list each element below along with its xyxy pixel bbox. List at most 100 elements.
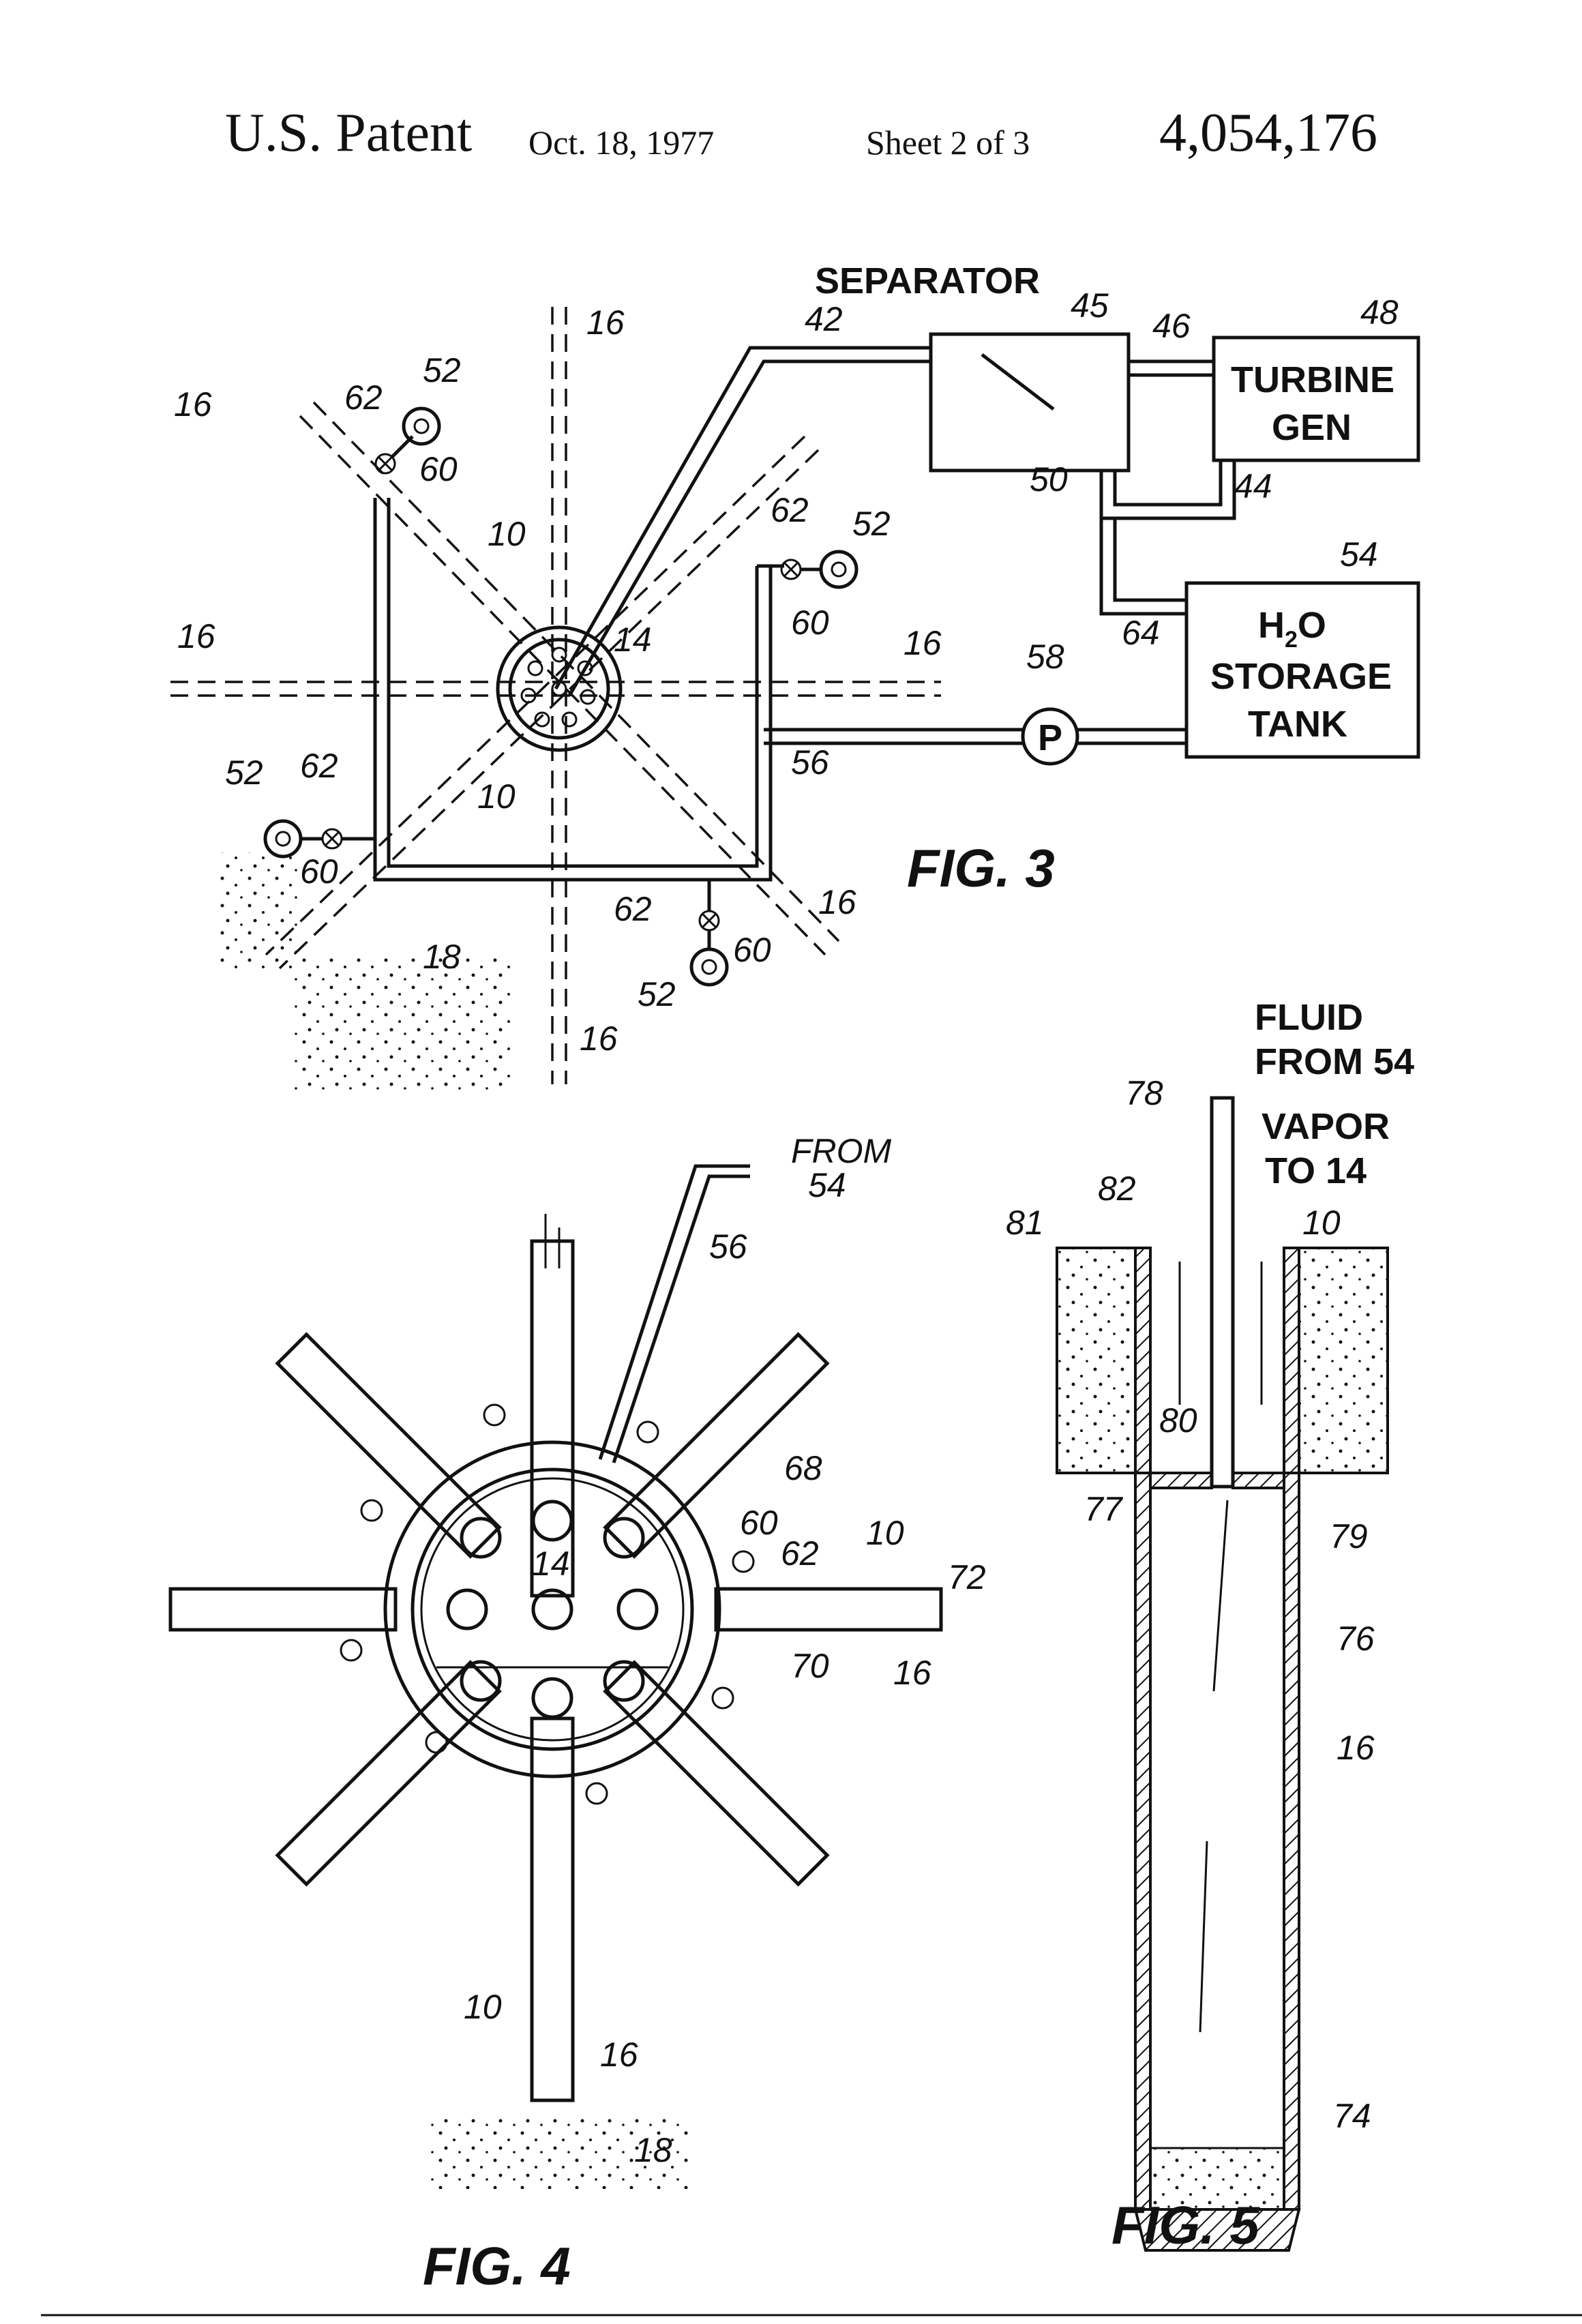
fig5-fluid-tube-78 <box>1212 1098 1233 1487</box>
fig5-surface-rock-left <box>1057 1248 1135 1473</box>
svg-text:52: 52 <box>852 505 891 543</box>
fig3-manifold-outer <box>498 627 621 750</box>
fig3-well-diag-1b <box>314 402 839 941</box>
svg-text:80: 80 <box>1159 1401 1197 1440</box>
svg-text:58: 58 <box>1026 638 1064 676</box>
fig5-lower-casing-left <box>1135 1473 1150 2209</box>
fig3-separator-label: SEPARATOR <box>815 260 1040 301</box>
fig3-storage-label-3: TANK <box>1248 704 1347 745</box>
fig3-caption: FIG. 3 <box>907 838 1055 898</box>
svg-text:16: 16 <box>904 624 942 662</box>
svg-text:60: 60 <box>419 450 458 488</box>
svg-text:62: 62 <box>771 491 809 529</box>
svg-text:62: 62 <box>614 890 652 928</box>
svg-text:10: 10 <box>477 777 516 816</box>
svg-text:68: 68 <box>784 1449 822 1487</box>
fig3-valve-nozzle-3 <box>265 821 375 856</box>
svg-text:82: 82 <box>1098 1170 1136 1208</box>
svg-text:60: 60 <box>791 604 829 642</box>
svg-text:60: 60 <box>300 852 338 891</box>
svg-text:18: 18 <box>423 938 461 976</box>
fig3-storage-label-2: STORAGE <box>1210 656 1392 697</box>
svg-text:52: 52 <box>638 975 676 1013</box>
fig3-turbine-label-2: GEN <box>1272 407 1352 448</box>
svg-text:76: 76 <box>1337 1620 1375 1658</box>
svg-text:54: 54 <box>1340 535 1378 573</box>
fig5-surface-rock-right <box>1299 1248 1388 1473</box>
svg-text:46: 46 <box>1152 307 1191 345</box>
fig5-upper-casing-right <box>1284 1248 1299 1473</box>
fig4-vessel-outer <box>385 1442 719 1776</box>
fig3-valve-nozzle-2 <box>781 552 856 587</box>
fig3-separator-pointer <box>982 355 1054 409</box>
figure-3: SEPARATOR TURBINE GEN H2O STORAGE TANK P <box>170 260 1418 1091</box>
fig3-ground-stipple-2 <box>293 955 511 1091</box>
svg-text:60: 60 <box>740 1504 778 1542</box>
fig5-vapor-label-2: TO 14 <box>1265 1150 1367 1191</box>
svg-text:48: 48 <box>1360 293 1399 331</box>
svg-text:16: 16 <box>893 1654 931 1692</box>
fig5-fluid-label-2: FROM 54 <box>1255 1041 1414 1082</box>
fig3-turbine-label-1: TURBINE <box>1231 359 1394 400</box>
fig5-vapor-label-1: VAPOR <box>1262 1106 1390 1147</box>
svg-text:16: 16 <box>174 385 212 423</box>
svg-text:74: 74 <box>1333 2097 1371 2135</box>
svg-text:64: 64 <box>1122 614 1160 652</box>
fig4-caption: FIG. 4 <box>423 2236 571 2296</box>
svg-text:14: 14 <box>614 621 652 659</box>
figure-4: FROM 54 56 68 60 62 10 72 14 70 16 <box>170 1132 986 2296</box>
fig5-fluid-label-1: FLUID <box>1255 997 1363 1038</box>
fig5-lower-casing-right <box>1284 1473 1299 2209</box>
svg-text:16: 16 <box>586 303 625 342</box>
svg-text:16: 16 <box>1337 1729 1375 1767</box>
figure-5: FLUID FROM 54 VAPOR TO 14 <box>1006 997 1414 2255</box>
fig3-separator-box <box>931 334 1129 471</box>
fig5-upper-casing-left <box>1135 1248 1150 1473</box>
svg-text:18: 18 <box>634 2131 672 2169</box>
svg-text:77: 77 <box>1084 1490 1124 1528</box>
svg-text:44: 44 <box>1234 467 1272 505</box>
fig4-from-label-1: FROM <box>791 1132 892 1170</box>
fig4-reference-numerals: 56 68 60 62 10 72 14 70 16 10 16 18 <box>464 1227 986 2169</box>
fig3-storage-label-1: H2O <box>1258 605 1326 653</box>
svg-text:62: 62 <box>781 1534 819 1573</box>
fig5-packer-left <box>1150 1473 1212 1488</box>
svg-text:60: 60 <box>733 931 771 969</box>
svg-text:16: 16 <box>818 883 856 921</box>
svg-text:10: 10 <box>464 1988 502 2026</box>
fig3-pump-label: P <box>1038 717 1062 758</box>
svg-text:10: 10 <box>1302 1204 1341 1242</box>
svg-text:52: 52 <box>225 754 263 792</box>
svg-text:72: 72 <box>948 1558 986 1596</box>
fig5-caption: FIG. 5 <box>1111 2195 1260 2255</box>
fig3-well-diag-2b <box>280 450 818 968</box>
svg-text:16: 16 <box>600 2036 638 2074</box>
svg-text:56: 56 <box>791 743 829 781</box>
svg-text:16: 16 <box>177 617 215 655</box>
fig4-feed-pipe-56 <box>600 1166 750 1459</box>
svg-text:42: 42 <box>805 300 843 338</box>
fig4-from-label-2: 54 <box>808 1166 846 1204</box>
fig5-flow-arrows <box>1180 1262 1262 2032</box>
fig5-reference-numerals: 78 82 81 10 80 77 79 76 16 74 <box>1006 1074 1375 2135</box>
fig4-vessel-shell-68 <box>413 1470 692 1749</box>
svg-text:78: 78 <box>1125 1074 1163 1112</box>
svg-text:10: 10 <box>488 515 526 553</box>
fig3-valve-nozzle-4 <box>691 880 727 985</box>
svg-text:50: 50 <box>1030 460 1068 498</box>
svg-text:45: 45 <box>1071 286 1109 325</box>
svg-text:62: 62 <box>344 378 383 417</box>
svg-text:70: 70 <box>791 1647 829 1685</box>
fig5-packer-right <box>1233 1473 1284 1488</box>
svg-text:56: 56 <box>709 1227 747 1266</box>
svg-text:52: 52 <box>423 351 461 389</box>
svg-text:81: 81 <box>1006 1204 1044 1242</box>
svg-text:16: 16 <box>580 1019 618 1058</box>
fig3-ground-stipple-1 <box>218 852 300 968</box>
fig4-vessel-tubes <box>448 1502 657 1717</box>
svg-text:10: 10 <box>866 1514 904 1552</box>
svg-text:62: 62 <box>300 747 338 785</box>
svg-text:79: 79 <box>1330 1517 1368 1555</box>
